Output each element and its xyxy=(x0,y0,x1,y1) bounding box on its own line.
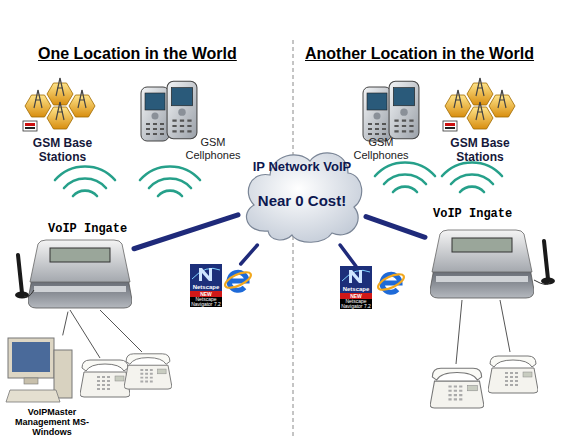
cellphone-group: GSM Cellphones xyxy=(128,78,240,164)
node-label: VoIP Ingate xyxy=(48,222,134,236)
network-link xyxy=(63,312,68,335)
wave-arc xyxy=(442,162,502,192)
node-label: GSM Cellphones xyxy=(352,136,410,162)
antenna-art xyxy=(15,255,29,299)
network-link xyxy=(241,245,258,264)
computer-stand xyxy=(24,378,38,384)
wave-arc xyxy=(375,162,435,192)
ie-logo xyxy=(223,269,253,291)
desk-phone-art xyxy=(488,356,538,393)
node-label: VoIP Ingate xyxy=(433,207,533,221)
desk-phone-art xyxy=(430,368,484,408)
node-label: Netscape xyxy=(190,284,222,291)
ip-network-cloud: IP Network VoIP Near 0 Cost! xyxy=(238,143,366,245)
voip-gateway: VoIP Ingate xyxy=(22,222,134,312)
management-pc: VoIPMaster Management MS-Windows xyxy=(0,335,104,431)
node-label: VoIPMaster Management MS-Windows xyxy=(0,407,104,437)
node-label: GSM Cellphones xyxy=(184,136,242,162)
netscape-logo xyxy=(340,266,372,286)
node-label: Netscape Navigator 7.2 xyxy=(190,297,222,307)
node-label: Netscape Navigator 7.2 xyxy=(340,299,372,309)
section-heading: Another Location in the World xyxy=(305,44,534,63)
base-station-art xyxy=(443,78,515,131)
section-heading: One Location in the World xyxy=(38,44,237,63)
cellphone-art xyxy=(389,81,419,139)
computer-tower xyxy=(54,350,72,398)
cellphone-art xyxy=(141,87,169,141)
divider-line xyxy=(293,40,294,436)
cellphone-art xyxy=(167,81,197,139)
wave-arc xyxy=(55,166,115,196)
antenna-cable xyxy=(24,280,550,297)
voip-gateway: VoIP Ingate xyxy=(425,207,537,307)
computer-keyboard xyxy=(6,390,60,402)
phone-wire xyxy=(100,310,142,352)
desk-phone-art xyxy=(124,354,172,389)
network-link xyxy=(366,217,425,238)
phone-wire xyxy=(70,310,100,358)
gateway-art xyxy=(430,230,534,298)
computer-monitor xyxy=(8,338,54,378)
wave-arc xyxy=(140,166,200,196)
network-link xyxy=(134,215,238,249)
node-label: Netscape xyxy=(340,286,372,293)
base-station-group: GSM Base Stations xyxy=(15,72,110,166)
base-station-group: GSM Base Stations xyxy=(430,72,530,166)
computer-screen xyxy=(12,342,50,372)
desk-phone-art xyxy=(80,360,130,397)
antenna-art xyxy=(541,241,555,285)
cellphone-art xyxy=(363,87,391,141)
node-label: GSM Base Stations xyxy=(15,136,110,164)
phone-wire xyxy=(456,300,462,364)
gateway-art xyxy=(28,240,132,308)
netscape-logo xyxy=(190,264,222,284)
node-label: GSM Base Stations xyxy=(430,136,530,164)
browser-icons: NetscapeNEWNetscape Navigator 7.2 xyxy=(190,264,253,308)
network-link xyxy=(340,245,356,266)
computer-art xyxy=(6,338,72,402)
browser-icons: NetscapeNEWNetscape Navigator 7.2 xyxy=(340,266,406,312)
ie-logo xyxy=(376,271,406,293)
node-label: IP Network VoIP xyxy=(252,159,352,175)
phone-wire xyxy=(500,300,510,352)
node-label: Near 0 Cost! xyxy=(242,192,362,210)
cellphone-group: GSM Cellphones xyxy=(340,78,450,164)
base-station-art xyxy=(23,78,95,131)
